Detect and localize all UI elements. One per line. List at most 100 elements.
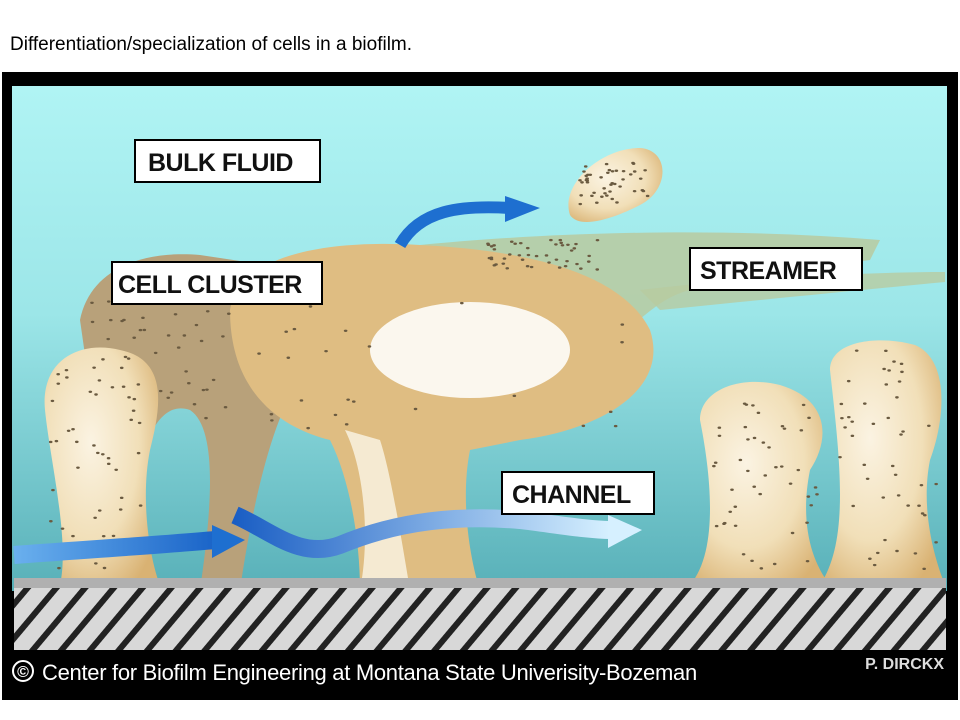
substratum (14, 588, 946, 650)
cell-dot (138, 328, 143, 332)
cell-dot (574, 242, 578, 246)
cell-dot (579, 267, 583, 270)
cell-dot (628, 173, 633, 176)
cell-dot (838, 455, 842, 459)
cell-dot (141, 316, 145, 320)
cell-dot (572, 247, 577, 250)
cell-dot (897, 380, 902, 383)
cell-dot (142, 328, 147, 332)
cell-dot (901, 430, 905, 433)
label-streamer: STREAMER (689, 247, 863, 291)
cell-dot (587, 254, 591, 258)
cell-dot (606, 171, 610, 174)
cell-dot (158, 389, 163, 393)
cell-dot (730, 488, 734, 491)
cell-dot (166, 396, 171, 399)
cell-dot (799, 429, 804, 432)
cell-dot (906, 504, 910, 507)
cell-dot (554, 258, 559, 261)
cell-dot (892, 360, 896, 363)
cell-dot (306, 426, 310, 430)
cell-dot (744, 403, 749, 406)
cell-dot (119, 366, 124, 370)
cell-dot (136, 451, 141, 455)
cell-dot (746, 469, 750, 473)
cell-dot (71, 428, 75, 431)
cell-dot (201, 388, 206, 392)
slide-title: Differentiation/specialization of cells … (10, 34, 413, 55)
cell-dot (211, 378, 216, 382)
channel-flow-arrow (231, 506, 611, 559)
cell-dot (717, 434, 722, 437)
cell-dot (605, 194, 609, 197)
cell-dot (166, 334, 171, 337)
cell-dot (49, 520, 53, 523)
cell-dot (641, 189, 646, 193)
cell-dot (618, 185, 622, 188)
cell-dot (51, 488, 55, 492)
cell-dot (752, 436, 757, 440)
footer-credit: Center for Biofilm Engineering at Montan… (42, 660, 697, 685)
cell-dot (752, 485, 757, 488)
cell-dot (865, 477, 870, 480)
cell-dot (584, 178, 589, 182)
cell-dot (501, 262, 506, 265)
cell-dot (517, 254, 522, 257)
arrowhead-channel (608, 515, 642, 548)
cell-dot (192, 403, 197, 406)
pillar-right-2 (820, 340, 945, 585)
cell-dot (862, 402, 867, 405)
cell-dot (722, 521, 727, 525)
cell-dot (489, 257, 494, 261)
cell-dot (173, 313, 178, 316)
cell-dot (132, 336, 137, 339)
cell-dot (106, 300, 111, 303)
cell-dot (569, 249, 574, 252)
cell-dot (559, 241, 564, 245)
artist-credit: P. DIRCKX (865, 656, 944, 673)
cell-dot (805, 521, 809, 524)
cell-dot (807, 416, 811, 420)
cell-dot (90, 301, 94, 304)
cell-dot (64, 368, 69, 372)
cell-dot (620, 341, 624, 344)
cell-dot (609, 183, 613, 186)
cell-dot (758, 492, 762, 496)
svg-text:CELL CLUSTER: CELL CLUSTER (118, 271, 302, 299)
cell-dot (922, 567, 926, 571)
flow-arrow-up (394, 201, 511, 249)
cell-dot (738, 458, 743, 462)
cell-dot (884, 383, 889, 386)
cell-dot (351, 400, 356, 403)
cell-dot (895, 549, 899, 553)
cell-dot (790, 531, 795, 535)
cell-dot (126, 357, 131, 360)
cell-dot (801, 403, 806, 407)
conditioning-film (14, 578, 946, 588)
cell-dot (884, 349, 888, 353)
cell-dot (788, 482, 793, 485)
cell-dot (566, 243, 570, 247)
cell-dot (324, 349, 328, 353)
cell-dot (344, 423, 349, 426)
cell-dot (106, 462, 111, 466)
cell-dot (94, 562, 98, 565)
cell-dot (57, 566, 61, 570)
cell-dot (582, 170, 586, 173)
cell-dot (741, 553, 746, 556)
cell-dot (608, 190, 612, 193)
cell-dot (887, 369, 891, 372)
cell-dot (882, 367, 886, 371)
cell-dot (486, 242, 490, 245)
cell-dot (590, 194, 594, 198)
cell-dot (270, 419, 274, 422)
cell-dot (899, 362, 904, 366)
cell-dot (621, 169, 626, 173)
label-bulk-fluid: BULK FLUID (134, 139, 321, 183)
cell-dot (131, 409, 136, 412)
cell-dot (127, 396, 131, 399)
cell-dot (899, 433, 903, 436)
cell-dot (525, 246, 530, 250)
cell-dot (509, 240, 514, 243)
cell-dot (923, 514, 927, 517)
